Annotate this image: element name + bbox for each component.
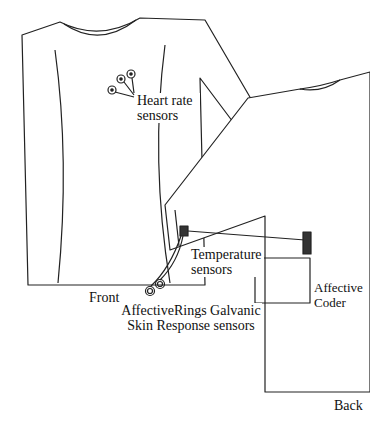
front-seam	[159, 45, 170, 283]
sensor-wire	[188, 231, 305, 240]
view-label: Back	[333, 398, 364, 413]
sensor-label: Heart rate sensors	[136, 93, 200, 123]
cuff-line	[175, 210, 179, 246]
back-neckline	[300, 80, 340, 89]
ring-wire	[151, 236, 181, 286]
coder-device	[303, 232, 311, 254]
view-label: Front	[88, 290, 120, 305]
sensor-label: Temperature sensors	[190, 247, 264, 277]
heart-rate-sensors	[108, 70, 135, 97]
front-seam	[55, 50, 63, 283]
neckline	[64, 20, 136, 35]
sensor-label: AffectiveRings Galvanic Skin Response se…	[120, 303, 262, 333]
device-label: Affective Coder	[313, 280, 367, 310]
affective-rings	[146, 280, 165, 296]
temperature-sensor	[180, 226, 188, 236]
